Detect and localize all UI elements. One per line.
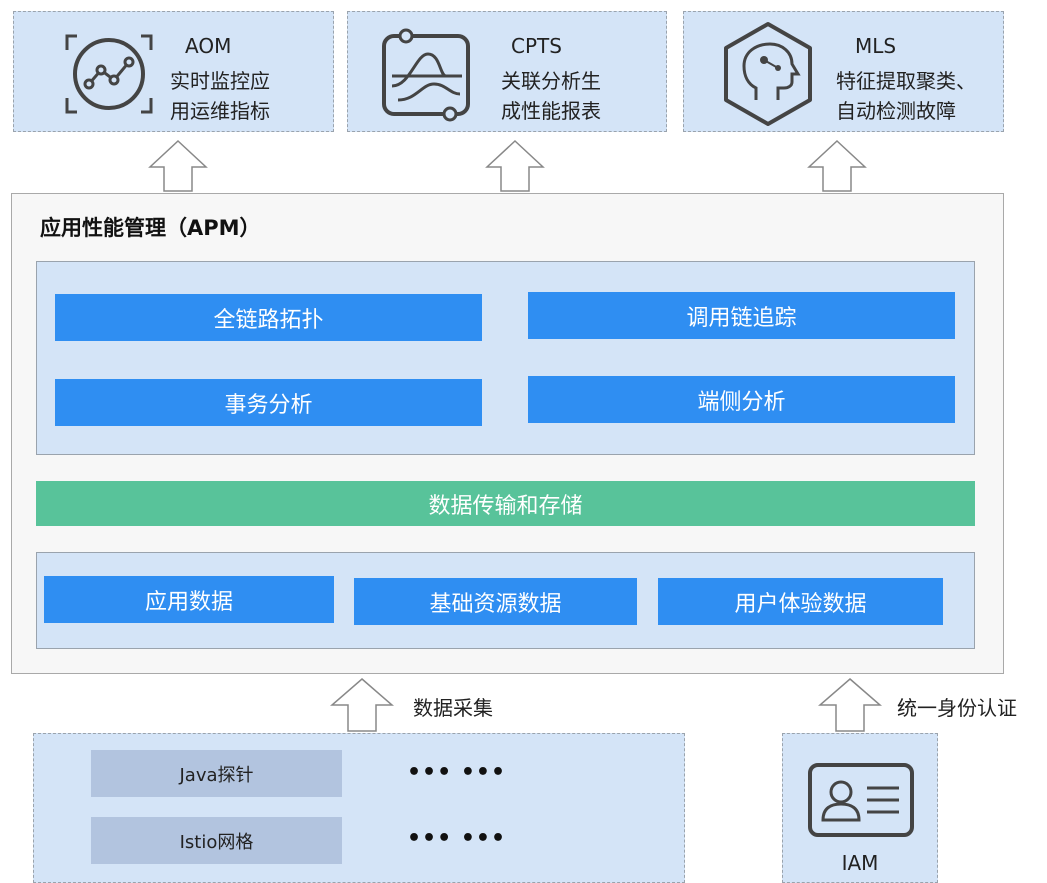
feature-transaction-analysis: 事务分析 <box>55 379 482 426</box>
source-user-experience-data: 用户体验数据 <box>658 578 943 625</box>
feature-client-side-analysis: 端侧分析 <box>528 376 955 423</box>
data-collection-label: 数据采集 <box>413 696 493 720</box>
feature-full-link-topology: 全链路拓扑 <box>55 294 482 341</box>
unified-auth-label: 统一身份认证 <box>897 696 1017 720</box>
up-arrow-to-mls <box>807 139 867 192</box>
cpts-desc-line1: 关联分析生 <box>501 69 601 93</box>
aom-title: AOM <box>185 34 232 58</box>
iam-label: IAM <box>841 851 879 875</box>
up-arrow-to-cpts <box>485 139 545 192</box>
probe-java: Java探针 <box>91 750 342 797</box>
source-infrastructure-data: 基础资源数据 <box>354 578 637 625</box>
cpts-desc-line2: 成性能报表 <box>501 99 601 123</box>
up-arrow-to-aom <box>148 139 208 192</box>
mls-desc-line1: 特征提取聚类、 <box>836 69 976 93</box>
mls-desc-line2: 自动检测故障 <box>836 99 956 123</box>
source-application-data: 应用数据 <box>44 576 334 623</box>
line-chart-icon <box>65 34 153 114</box>
aom-service-box: AOM 实时监控应 用运维指标 <box>13 11 334 132</box>
aom-desc-line1: 实时监控应 <box>170 69 270 93</box>
probe-istio: Istio网格 <box>91 817 342 864</box>
up-arrow-data-collection <box>330 678 394 732</box>
mls-title: MLS <box>855 34 897 58</box>
ai-head-icon <box>724 22 812 126</box>
mls-service-box: MLS 特征提取聚类、 自动检测故障 <box>683 11 1004 132</box>
id-card-icon <box>808 763 914 837</box>
waveform-icon <box>382 28 470 122</box>
cpts-service-box: CPTS 关联分析生 成性能报表 <box>347 11 667 132</box>
apm-title: 应用性能管理（APM） <box>40 216 261 240</box>
iam-box: IAM <box>782 733 938 883</box>
cpts-title: CPTS <box>511 34 562 58</box>
feature-call-chain-tracing: 调用链追踪 <box>528 292 955 339</box>
probe-java-more: ••• ••• <box>407 760 507 785</box>
aom-desc-line2: 用运维指标 <box>170 99 270 123</box>
up-arrow-unified-auth <box>818 678 882 732</box>
data-transport-storage-bar: 数据传输和存储 <box>36 481 975 526</box>
probe-istio-more: ••• ••• <box>407 826 507 851</box>
